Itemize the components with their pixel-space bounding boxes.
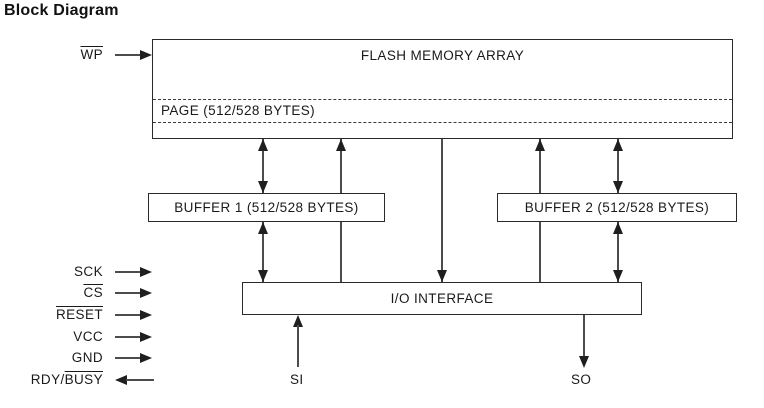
reset-arrow-line [115,314,142,316]
arrow-right-icon [140,288,152,298]
signal-label-wp: WP [80,47,103,62]
buffer1-label: BUFFER 1 (512/528 BYTES) [174,200,359,215]
io-interface-box: I/O INTERFACE [242,282,642,315]
signal-label-so: SO [571,372,592,387]
arrow-right-icon [140,50,152,60]
cs-arrow-line [115,292,142,294]
sck-arrow-line [115,271,142,273]
arrow-up-icon [258,139,268,151]
signal-label-gnd: GND [71,350,103,365]
buffer1-io-line [262,222,264,282]
arrow-up-icon [613,139,623,151]
flash-buffer2-line [617,139,619,193]
signal-label-rdy-busy: RDY/BUSY [30,372,103,387]
arrow-up-icon [613,222,623,234]
buffer2-box: BUFFER 2 (512/528 BYTES) [497,193,737,222]
arrow-right-icon [140,353,152,363]
signal-label-sck: SCK [74,264,103,279]
page-region-top-dashed-line [153,99,732,100]
arrow-down-icon [613,181,623,193]
gnd-arrow-line [115,357,142,359]
arrow-down-icon [258,181,268,193]
signal-label-vcc: VCC [73,329,103,344]
rdy-busy-arrow-line [126,379,154,381]
buffer2-label: BUFFER 2 (512/528 BYTES) [524,200,710,215]
signal-label-si: SI [290,372,304,387]
page-region-bottom-dashed-line [153,122,732,123]
signal-label-reset: RESET [55,307,103,322]
arrow-right-icon [140,267,152,277]
buffer1-box: BUFFER 1 (512/528 BYTES) [148,193,385,222]
arrow-down-icon [613,270,623,282]
arrow-up-icon [293,315,303,327]
arrow-right-icon [140,310,152,320]
arrow-up-icon [535,139,545,151]
flash-memory-array-label: FLASH MEMORY ARRAY [360,48,525,63]
page-title: Block Diagram [4,2,119,19]
io-interface-label: I/O INTERFACE [390,291,494,306]
flash-buffer1-line [262,139,264,193]
page-region-label: PAGE (512/528 BYTES) [161,103,316,118]
arrow-down-icon [437,270,447,282]
arrow-down-icon [579,356,589,368]
vcc-arrow-line [115,336,142,338]
arrow-up-icon [258,222,268,234]
arrow-down-icon [258,270,268,282]
flash-io-read-line [441,139,443,282]
signal-label-cs: CS [83,285,103,300]
arrow-left-icon [115,375,127,385]
so-line [583,315,585,358]
si-line [297,325,299,367]
buffer2-io-line [617,222,619,282]
flash-memory-array-box: FLASH MEMORY ARRAY PAGE (512/528 BYTES) [152,39,733,139]
arrow-right-icon [140,332,152,342]
wp-arrow-line [115,54,142,56]
arrow-up-icon [336,139,346,151]
